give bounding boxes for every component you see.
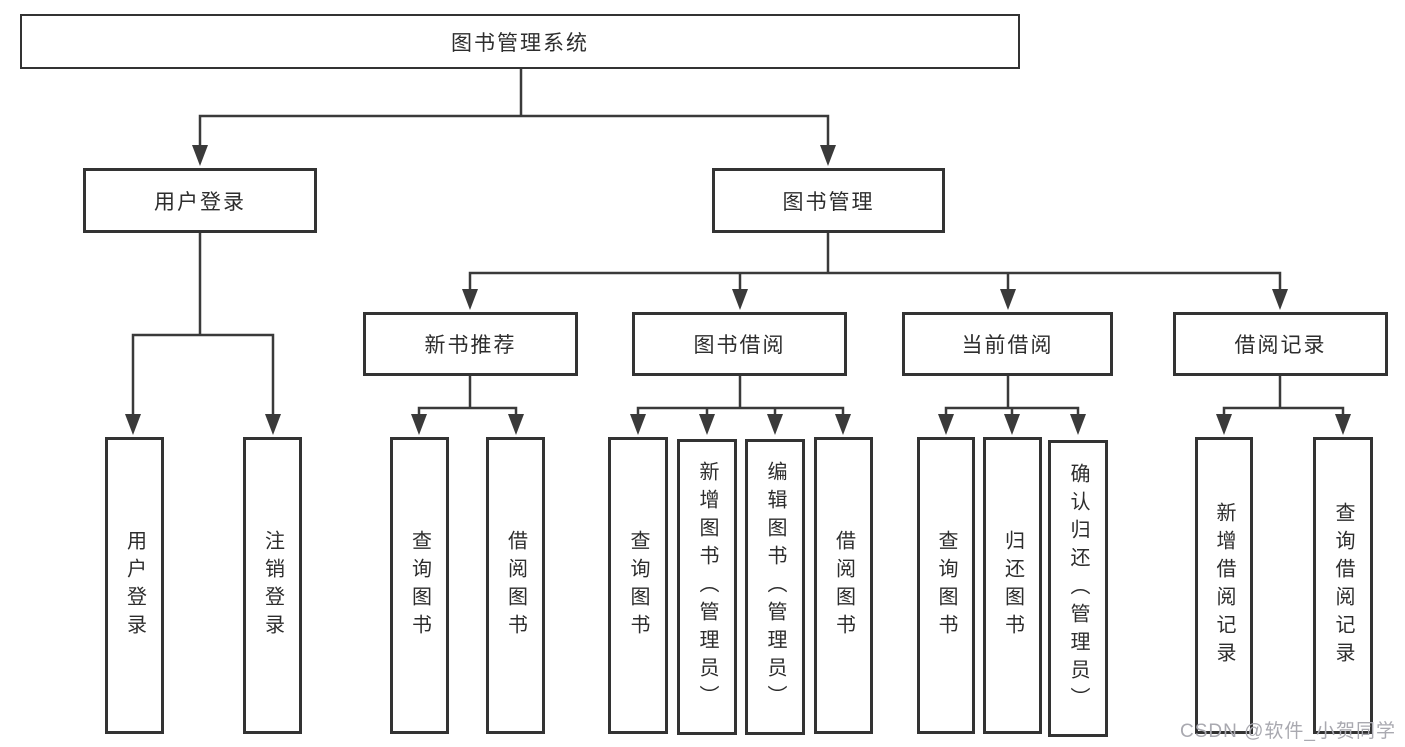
node-borrowing-records: 借阅记录 <box>1173 312 1388 376</box>
leaf-current-confirm-return-label: 确认归还（管理员） <box>1067 462 1089 715</box>
arrowheads <box>125 145 1351 435</box>
leaf-borrowing-query-books: 查询图书 <box>608 437 668 734</box>
node-root-label: 图书管理系统 <box>451 31 589 55</box>
node-book-borrowing-label: 图书借阅 <box>693 334 786 357</box>
node-book-management-label: 图书管理 <box>782 190 875 214</box>
leaf-user-login-label: 用户登录 <box>123 529 146 642</box>
leaf-records-add-record: 新增借阅记录 <box>1195 437 1253 734</box>
leaf-current-return-books: 归还图书 <box>983 437 1042 734</box>
leaf-recommend-borrow-books-label: 借阅图书 <box>504 529 527 642</box>
leaf-recommend-query-books: 查询图书 <box>390 437 449 734</box>
node-borrowing-records-label: 借阅记录 <box>1234 334 1327 357</box>
node-book-borrowing: 图书借阅 <box>632 312 847 376</box>
leaf-borrowing-add-books-label: 新增图书（管理员） <box>696 461 718 713</box>
node-book-management: 图书管理 <box>712 168 945 233</box>
node-current-borrowing-label: 当前借阅 <box>961 334 1054 357</box>
csdn-watermark: CSDN @软件_小贺同学 <box>1180 721 1396 742</box>
leaf-borrowing-query-books-label: 查询图书 <box>627 529 649 642</box>
leaf-logout: 注销登录 <box>243 437 302 734</box>
leaf-borrowing-add-books: 新增图书（管理员） <box>677 439 737 735</box>
leaf-borrowing-borrow-books: 借阅图书 <box>814 437 873 734</box>
node-user-login-label: 用户登录 <box>154 190 246 214</box>
leaf-borrowing-borrow-books-label: 借阅图书 <box>832 529 855 642</box>
leaf-logout-label: 注销登录 <box>261 529 284 642</box>
node-new-book-recommend: 新书推荐 <box>363 312 578 376</box>
leaf-current-confirm-return: 确认归还（管理员） <box>1048 440 1108 737</box>
leaf-recommend-borrow-books: 借阅图书 <box>486 437 545 734</box>
node-current-borrowing: 当前借阅 <box>902 312 1113 376</box>
leaf-recommend-query-books-label: 查询图书 <box>408 529 431 642</box>
leaf-current-query-books: 查询图书 <box>917 437 975 734</box>
node-new-book-recommend-label: 新书推荐 <box>424 334 517 357</box>
leaf-borrowing-edit-books: 编辑图书（管理员） <box>745 439 805 735</box>
leaf-records-query-record-label: 查询借阅记录 <box>1332 501 1354 670</box>
leaf-records-add-record-label: 新增借阅记录 <box>1213 501 1235 670</box>
node-user-login: 用户登录 <box>83 168 317 233</box>
leaf-current-query-books-label: 查询图书 <box>935 529 957 642</box>
leaf-current-return-books-label: 归还图书 <box>1001 529 1024 642</box>
leaf-borrowing-edit-books-label: 编辑图书（管理员） <box>764 461 786 713</box>
leaf-user-login: 用户登录 <box>105 437 164 734</box>
node-root: 图书管理系统 <box>20 14 1020 69</box>
leaf-records-query-record: 查询借阅记录 <box>1313 437 1373 734</box>
